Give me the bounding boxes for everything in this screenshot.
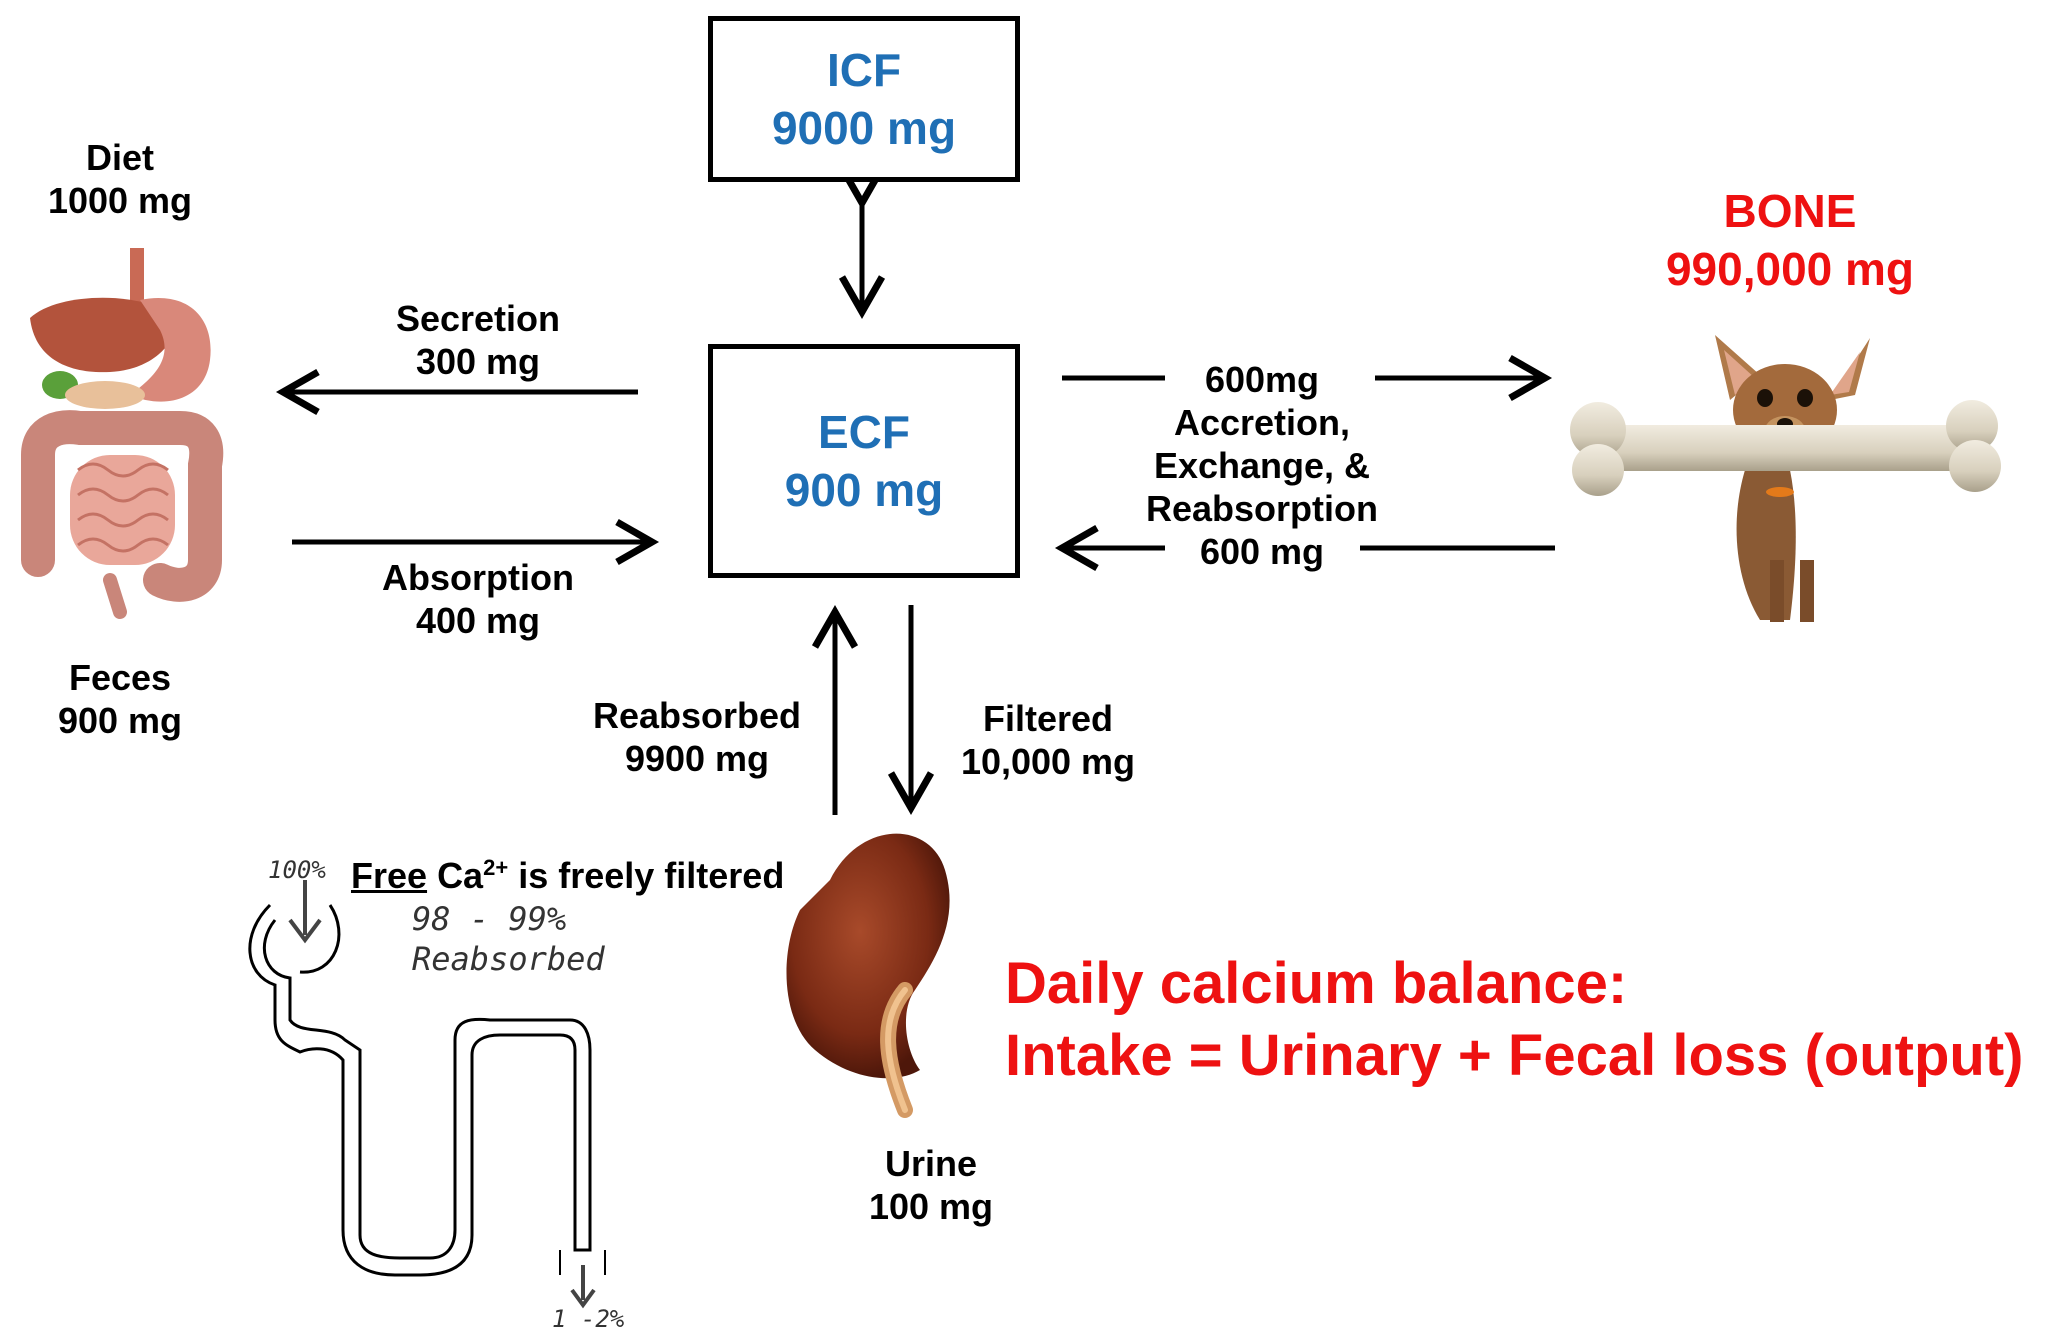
bone-exchange-line3: Reabsorption — [1145, 488, 1379, 529]
bone-label: BONE 990,000 mg — [1666, 182, 1914, 298]
icf-amount: 9000 mg — [771, 102, 957, 154]
absorption-title: Absorption — [382, 557, 574, 598]
freely-filtered-text: is freely filtered — [518, 855, 785, 896]
dog-with-bone-icon — [1570, 335, 2001, 622]
secretion-title: Secretion — [395, 298, 561, 339]
nephron-bottom-percent: 1 -2% — [552, 1305, 625, 1333]
feces-amount: 900 mg — [57, 700, 183, 741]
secretion-amount: 300 mg — [415, 341, 541, 382]
feces-title: Feces — [68, 657, 172, 698]
absorption-label: Absorption 400 mg — [382, 556, 574, 642]
icf-box: ICF 9000 mg — [708, 16, 1020, 182]
balance-line1: Daily calcium balance: — [1005, 951, 1628, 1016]
filtered-amount: 10,000 mg — [960, 741, 1136, 782]
bone-exchange-out-amount: 600mg — [1204, 359, 1320, 400]
kidney-icon — [786, 833, 950, 1118]
diet-amount: 1000 mg — [47, 180, 193, 221]
free-ca-filtered-note: Free Ca2+ is freely filtered — [351, 855, 784, 897]
nephron-tubule-icon — [248, 880, 606, 1309]
ca-ion: Ca — [437, 855, 484, 896]
reabsorbed-title: Reabsorbed — [592, 695, 802, 736]
nephron-reabs-word: Reabsorbed — [412, 940, 605, 978]
feces-label: Feces 900 mg — [58, 656, 182, 742]
bone-exchange-label: 600mg Accretion, Exchange, & Reabsorptio… — [1146, 358, 1378, 573]
bone-title: BONE — [1723, 185, 1857, 237]
bone-exchange-line1: Accretion, — [1173, 402, 1351, 443]
absorption-amount: 400 mg — [415, 600, 541, 641]
diet-label: Diet 1000 mg — [48, 136, 192, 222]
bone-exchange-in-amount: 600 mg — [1199, 531, 1325, 572]
bone-amount: 990,000 mg — [1665, 243, 1915, 295]
reabsorbed-label: Reabsorbed 9900 mg — [593, 694, 801, 780]
ecf-label: ECF — [818, 406, 910, 458]
free-word: Free — [351, 855, 428, 896]
digestive-tract-icon — [21, 248, 224, 619]
urine-amount: 100 mg — [868, 1186, 994, 1227]
balance-line2: Intake = Urinary + Fecal loss (output) — [1005, 1023, 2024, 1088]
icf-label: ICF — [826, 44, 902, 96]
reabsorbed-amount: 9900 mg — [624, 738, 770, 779]
urine-label: Urine 100 mg — [869, 1142, 993, 1228]
secretion-label: Secretion 300 mg — [396, 297, 560, 383]
ecf-amount: 900 mg — [784, 464, 944, 516]
ca-charge: 2+ — [483, 855, 509, 880]
nephron-reabs-percent: 98 - 99% — [412, 900, 567, 938]
filtered-title: Filtered — [982, 698, 1114, 739]
diet-title: Diet — [85, 137, 154, 178]
nephron-top-percent: 100% — [268, 856, 326, 884]
urine-title: Urine — [884, 1143, 978, 1184]
bone-exchange-line2: Exchange, & — [1153, 445, 1371, 486]
filtered-label: Filtered 10,000 mg — [961, 697, 1135, 783]
ecf-box: ECF 900 mg — [708, 344, 1020, 578]
daily-balance-statement: Daily calcium balance: Intake = Urinary … — [1005, 948, 2023, 1092]
